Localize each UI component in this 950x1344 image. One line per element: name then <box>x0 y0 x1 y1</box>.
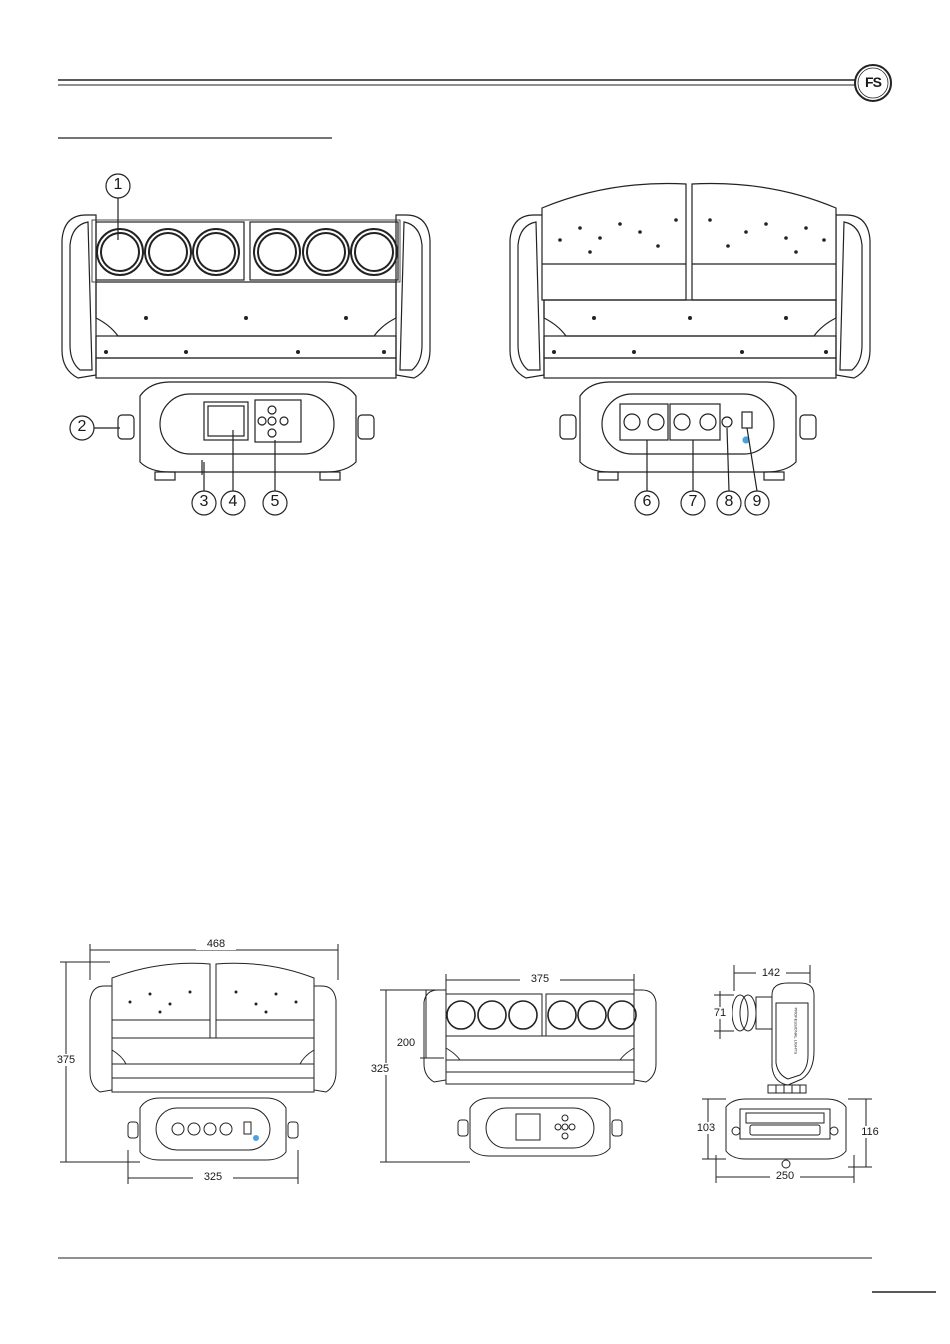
callout-7: 7 <box>681 493 705 511</box>
dim-label: 71 <box>708 1007 732 1019</box>
dim-label: 250 <box>770 1170 800 1182</box>
dim-label: 200 <box>392 1037 420 1049</box>
back-view-callouts: 6 7 8 9 <box>480 0 950 530</box>
callout-2: 2 <box>70 418 94 436</box>
dim-label: 103 <box>692 1122 720 1134</box>
callout-6: 6 <box>635 493 659 511</box>
dim-label: 325 <box>364 1063 396 1075</box>
dim-label: 325 <box>193 1171 233 1183</box>
callout-3: 3 <box>192 493 216 511</box>
dim-back-view: 468 375 325 <box>0 920 360 1200</box>
front-view-callouts: 1 2 3 4 5 <box>0 0 480 530</box>
callout-5: 5 <box>263 493 287 511</box>
dim-side-view: 142 71 103 116 250 PROFESSIONAL LIGHTS <box>690 955 890 1195</box>
callout-9: 9 <box>745 493 769 511</box>
footer-rule <box>0 1250 950 1310</box>
callout-4: 4 <box>221 493 245 511</box>
callout-1: 1 <box>106 176 130 194</box>
dim-label: 375 <box>50 1054 82 1066</box>
side-brand-label: PROFESSIONAL LIGHTS <box>794 1008 799 1068</box>
dim-label: 116 <box>856 1126 884 1138</box>
dim-label: 375 <box>520 973 560 985</box>
dim-front-view: 375 200 325 <box>360 950 680 1180</box>
callout-8: 8 <box>717 493 741 511</box>
dim-label: 468 <box>196 938 236 950</box>
dim-label: 142 <box>756 967 786 979</box>
